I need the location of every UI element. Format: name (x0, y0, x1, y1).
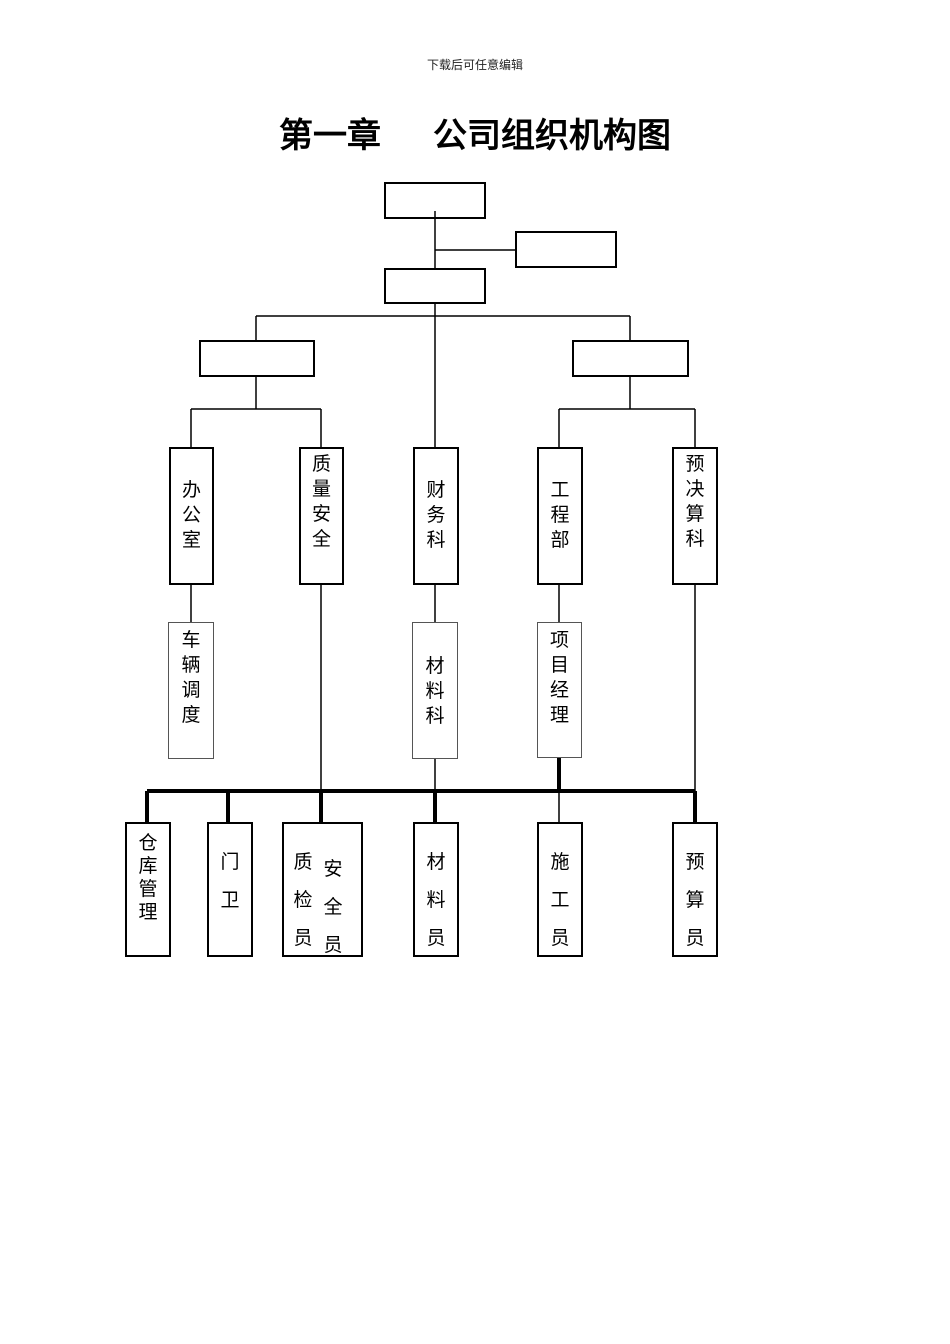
engineering-box (537, 447, 583, 585)
left-deputy-box (199, 340, 315, 377)
quality-inspector-label: 质检员 (293, 851, 313, 949)
budget-label: 预决算科 (685, 453, 705, 550)
guard-label: 门卫 (220, 851, 240, 911)
materials-dept-label: 材料科 (425, 655, 445, 727)
budget-clerk-label: 预算员 (685, 851, 705, 949)
material-clerk-label: 材料员 (426, 851, 446, 949)
chapter-label: 第一章 (279, 116, 381, 156)
office-box (169, 447, 214, 585)
side-node-box (515, 231, 617, 268)
materials-dept-box (412, 622, 458, 759)
quality-safety-label: 质量安全 (311, 453, 331, 550)
page-title: 第一章 公司组织机构图 (0, 108, 950, 157)
right-deputy-box (572, 340, 689, 377)
finance-box (413, 447, 459, 585)
manager-node-box (384, 268, 486, 304)
quality-staff-box (282, 822, 363, 957)
project-manager-box (537, 622, 582, 758)
vehicle-dispatch-box (168, 622, 214, 759)
engineering-label: 工程部 (550, 479, 570, 551)
guard-box (207, 822, 253, 957)
chart-name: 公司组织机构图 (433, 116, 671, 156)
quality-safety-box (299, 447, 344, 585)
office-label: 办公室 (181, 479, 201, 551)
budget-clerk-box (672, 822, 718, 957)
header-note: 下载后可任意编辑 (426, 58, 523, 72)
top-node-box (384, 182, 486, 219)
budget-box (672, 447, 718, 585)
warehouse-box (125, 822, 171, 957)
construction-worker-label: 施工员 (550, 851, 570, 949)
finance-label: 财务科 (426, 479, 446, 551)
warehouse-label: 仓库管理 (138, 832, 158, 923)
safety-officer-label: 安全员 (323, 858, 343, 956)
project-manager-label: 项目经理 (549, 629, 569, 726)
material-clerk-box (413, 822, 459, 957)
construction-worker-box (537, 822, 583, 957)
vehicle-dispatch-label: 车辆调度 (181, 629, 201, 726)
